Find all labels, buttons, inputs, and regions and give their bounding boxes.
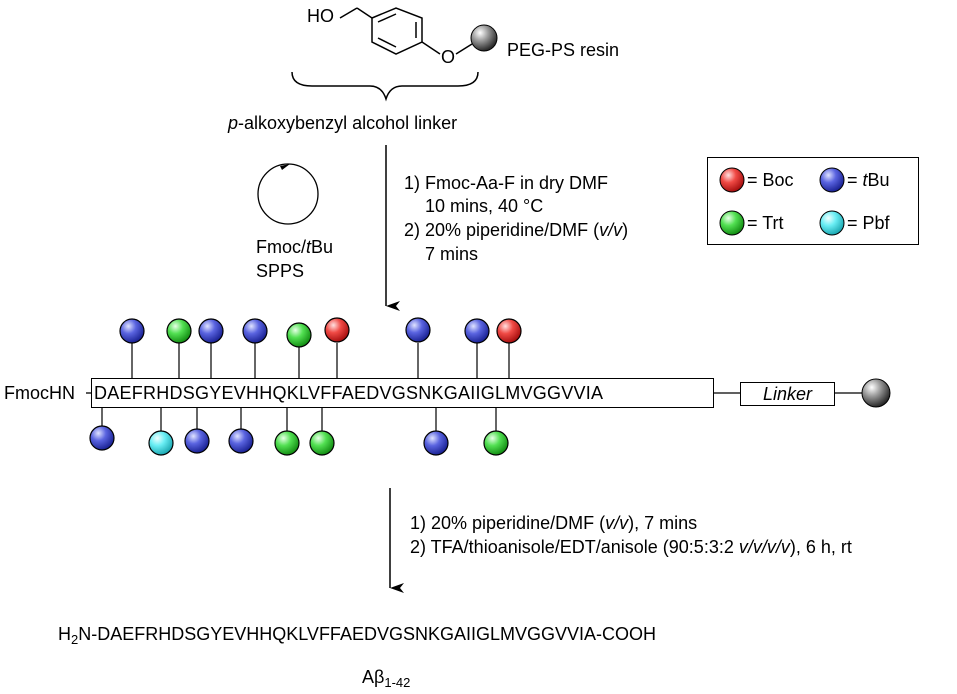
benzene-ring: [371, 7, 423, 55]
fmochn-label: FmocHN: [4, 383, 75, 403]
sequence-box: [91, 378, 714, 408]
linker-structure: [291, 7, 479, 102]
resin-label: PEG-PS resin: [507, 40, 620, 60]
trt-ball: [309, 430, 335, 456]
ring-double-bond-1: [377, 13, 397, 23]
ring-double-bond-3: [377, 37, 397, 48]
legend-boc-ball: [719, 167, 745, 193]
step1-line3: 2) 20% piperidine/DMF (v/v): [404, 220, 629, 240]
tbu-ball: [119, 318, 145, 344]
bond-ch2-ring: [356, 7, 373, 19]
legend-boc-label: = Boc: [747, 170, 794, 190]
boc-ball: [496, 318, 522, 344]
tbu-ball: [405, 317, 431, 343]
cycle-label-line2: SPPS: [256, 261, 305, 281]
tbu-ball: [423, 430, 449, 456]
trt-ball: [166, 318, 192, 344]
tbu-ball: [198, 318, 224, 344]
trt-ball: [274, 430, 300, 456]
linker-brace: [291, 71, 479, 102]
peptide-resin-bead: [861, 378, 891, 408]
trt-ball: [483, 430, 509, 456]
step1-line1: 1) Fmoc-Aa-F in dry DMF: [404, 173, 609, 193]
ether-o-label: O: [441, 47, 456, 67]
protected-sequence: DAEFRHDSGYEVHHQKLVFFAEDVGSNKGAIIGLMVGGVV…: [94, 383, 604, 403]
step1-line4: 7 mins: [425, 244, 479, 264]
tbu-ball: [184, 428, 210, 454]
ho-label: HO: [307, 6, 334, 26]
pbf-ball: [148, 430, 174, 456]
resin-bead: [470, 24, 498, 52]
tbu-ball: [464, 318, 490, 344]
legend-box: [707, 157, 919, 245]
bond-hoch2: [339, 7, 358, 19]
legend-pbf-ball: [819, 210, 845, 236]
legend-trt-ball: [719, 210, 745, 236]
step1-line2: 10 mins, 40 °C: [425, 196, 544, 216]
tbu-ball: [89, 425, 115, 451]
top-protecting-groups: [119, 317, 522, 378]
tbu-ball: [242, 318, 268, 344]
bond-o-resin: [455, 43, 473, 55]
linker-box: Linker: [740, 382, 835, 406]
cycle-label-line1: Fmoc/tBu: [256, 237, 334, 257]
product-sequence: H2N-DAEFRHDSGYEVHHQKLVFFAEDVGSNKGAIIGLMV…: [58, 624, 657, 647]
step2-line2: 2) TFA/thioanisole/EDT/anisole (90:5:3:2…: [410, 537, 852, 557]
product-name: Aβ1-42: [362, 667, 411, 690]
bond-ring-o: [421, 41, 441, 55]
bottom-protecting-groups: [89, 408, 509, 456]
cycle-loop-icon: [257, 163, 319, 225]
legend-tbu-ball: [819, 167, 845, 193]
tbu-ball: [228, 428, 254, 454]
legend-trt-label: = Trt: [747, 213, 784, 233]
linker-name: p-alkoxybenzyl alcohol linker: [228, 113, 458, 133]
step2-line1: 1) 20% piperidine/DMF (v/v), 7 mins: [410, 513, 698, 533]
legend-tbu-label: = tBu: [847, 170, 890, 190]
boc-ball: [324, 317, 350, 343]
legend-pbf-label: = Pbf: [847, 213, 890, 233]
trt-ball: [286, 322, 312, 348]
